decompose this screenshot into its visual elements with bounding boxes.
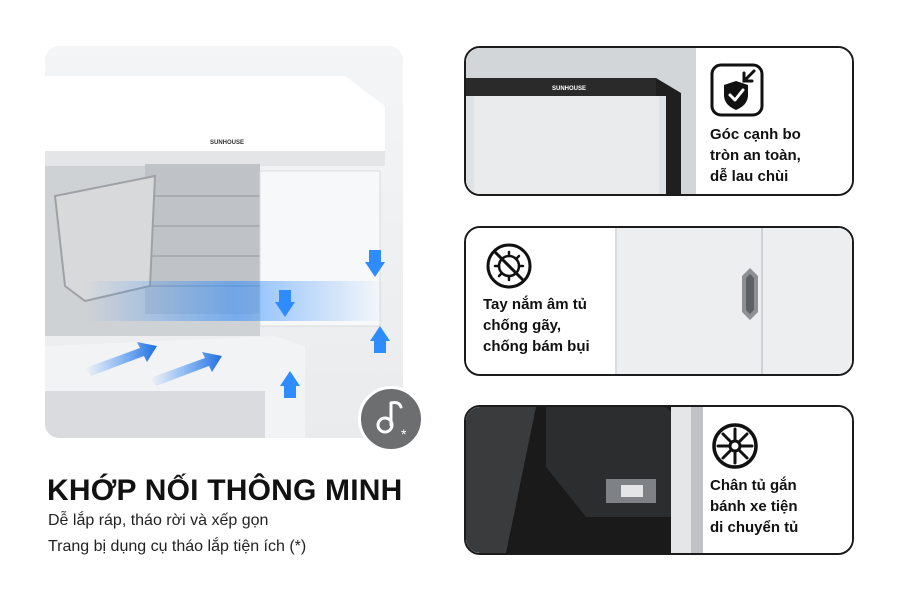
tool-badge: * bbox=[358, 386, 424, 452]
feature-card-rounded-corners: SUNHOUSE Góc cạnh bo tròn an toàn, dễ la… bbox=[464, 46, 854, 196]
anti-dust-icon bbox=[484, 241, 534, 296]
wheel-icon bbox=[710, 421, 760, 476]
svg-text:*: * bbox=[401, 426, 407, 442]
feature-label: Tay nắm âm tủ chống gãy, chống bám bụi bbox=[483, 296, 590, 355]
feature-label: Chân tủ gắn bánh xe tiện di chuyển tủ bbox=[710, 477, 799, 536]
tool-icon: * bbox=[376, 401, 407, 442]
page-title: KHỚP NỐI THÔNG MINH bbox=[47, 474, 403, 507]
cabinet-corner-image: SUNHOUSE bbox=[466, 48, 852, 194]
subtitle-line: Dễ lắp ráp, tháo rời và xếp gọn bbox=[48, 512, 269, 529]
handle-image bbox=[466, 228, 852, 374]
svg-text:SUNHOUSE: SUNHOUSE bbox=[210, 140, 244, 146]
subtitle-line: Trang bị dụng cụ tháo lắp tiện ích (*) bbox=[48, 538, 307, 555]
feature-card-wheels: Chân tủ gắn bánh xe tiện di chuyển tủ bbox=[464, 405, 854, 555]
product-image: SUNHOUSE bbox=[45, 46, 403, 438]
feature-card-recessed-handle: Tay nắm âm tủ chống gãy, chống bám bụi bbox=[464, 226, 854, 376]
feature-label: Góc cạnh bo tròn an toàn, dễ lau chùi bbox=[710, 126, 801, 185]
wheel-image bbox=[466, 407, 852, 553]
svg-text:SUNHOUSE: SUNHOUSE bbox=[552, 86, 586, 92]
rounded-corner-shield-icon bbox=[710, 63, 764, 122]
